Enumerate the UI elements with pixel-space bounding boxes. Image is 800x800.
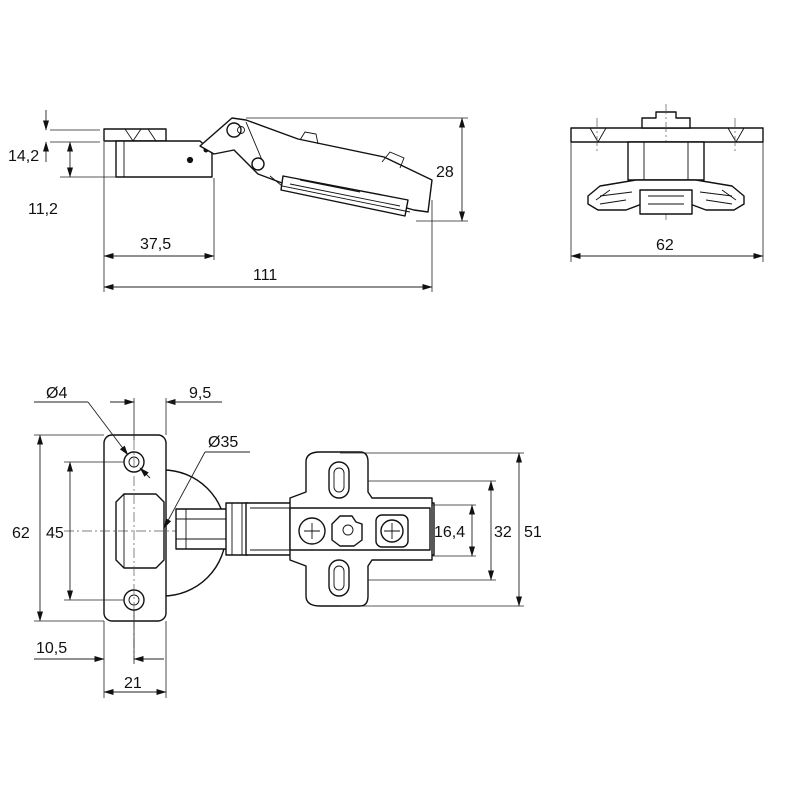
dim-hole-offset: 9,5 [189,385,211,402]
front-view [570,104,764,220]
dim-screw-hole-dia: Ø4 [46,385,67,402]
dim-hole-spacing: 45 [46,525,64,542]
side-view-dimensions: 14,2 11,2 37,5 111 28 [8,110,468,292]
dim-plate-offset: 11,2 [28,201,58,218]
dim-base-inner-width: 32 [494,524,512,541]
dim-overall-length: 111 [253,267,277,284]
top-view [64,434,435,660]
dim-arm-slot-spacing: 16,4 [434,524,465,541]
side-view [103,117,433,217]
dim-plate-width: 37,5 [140,236,171,253]
dim-overall-width: 62 [656,237,674,254]
top-view-dimensions: Ø4 9,5 Ø35 62 45 10,5 21 [12,385,542,698]
dim-cup-side-height: 62 [12,525,30,542]
dim-edge-distance: 10,5 [36,640,67,657]
dim-plate-thickness: 14,2 [8,148,39,165]
dim-cup-height: 28 [436,164,454,181]
dim-cup-side-width: 21 [124,675,142,692]
dim-cup-dia: Ø35 [208,434,238,451]
dim-base-outer-width: 51 [524,524,542,541]
front-view-dimensions: 62 [570,142,764,262]
